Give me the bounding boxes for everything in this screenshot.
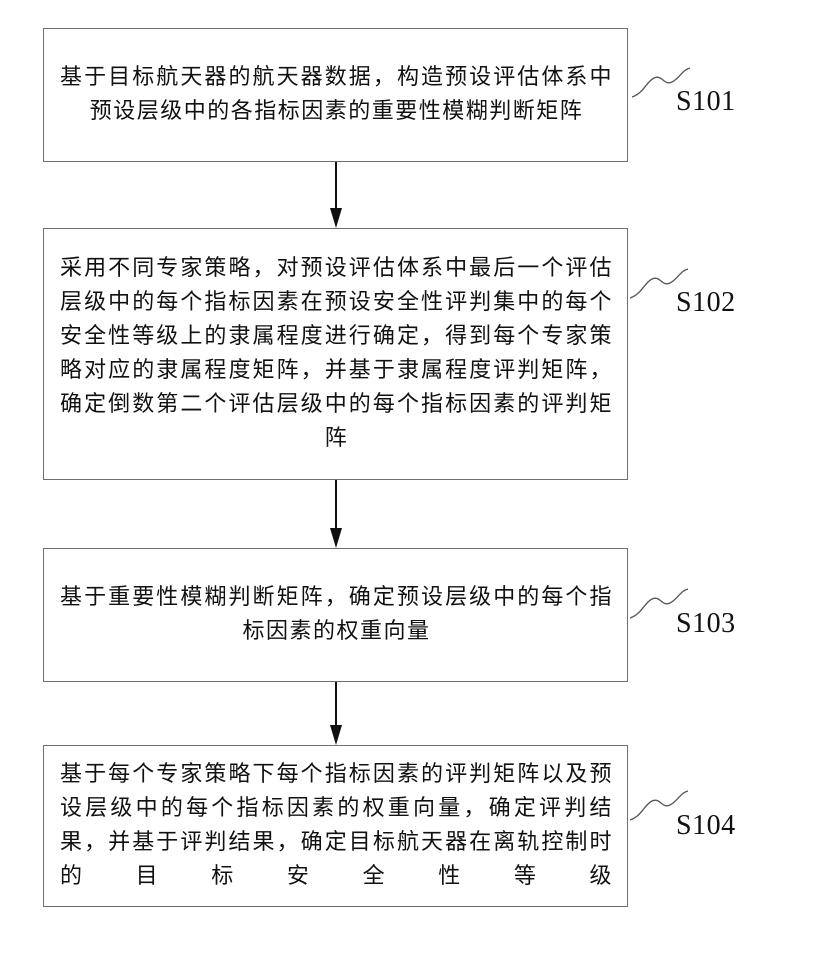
arrow-s101-to-s102 [330, 162, 342, 228]
step-label-s102: S102 [676, 289, 736, 317]
arrow-s102-to-s103 [330, 480, 342, 548]
step-label-s104: S104 [676, 812, 736, 840]
step-label-s101: S101 [676, 88, 736, 116]
step-label-s103: S103 [676, 610, 736, 638]
arrow-s103-to-s104 [330, 682, 342, 745]
